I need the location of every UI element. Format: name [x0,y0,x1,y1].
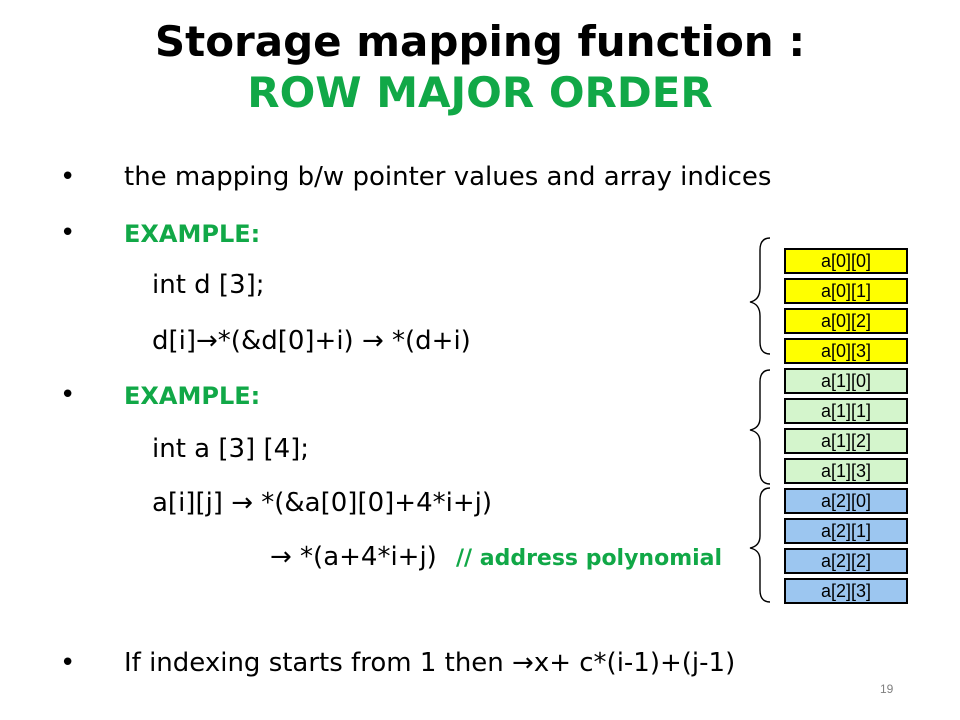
bullet-marker-4: • [60,648,76,678]
bullet-marker-3: • [60,380,76,410]
code-line-3: int a [3] [4]; [152,434,310,464]
title-line-1: Storage mapping function : [154,17,806,66]
code-line-2: d[i]→*(&d[0]+i) → *(d+i) [152,326,471,356]
memory-cell: a[1][1] [784,398,908,424]
code-line-4: a[i][j] → *(&a[0][0]+4*i+j) [152,488,492,518]
title-line-2: ROW MAJOR ORDER [247,68,713,118]
brace-row-1 [749,369,771,485]
bullet-text-4: If indexing starts from 1 then →x+ c*(i-… [124,648,736,678]
memory-cell: a[0][2] [784,308,908,334]
code-comment: // address polynomial [456,546,723,571]
code-line-5: → *(a+4*i+j) [270,542,437,572]
memory-cell: a[1][3] [784,458,908,484]
brace-row-0 [749,237,771,355]
memory-cell: a[2][3] [784,578,908,604]
bullet-text-3: EXAMPLE: [124,382,261,410]
memory-cell: a[2][1] [784,518,908,544]
memory-cell: a[2][0] [784,488,908,514]
memory-cell: a[0][1] [784,278,908,304]
brace-row-2 [749,487,771,603]
memory-cell: a[1][2] [784,428,908,454]
code-line-1: int d [3]; [152,270,265,300]
bullet-text-2: EXAMPLE: [124,220,261,248]
bullet-text-1: the mapping b/w pointer values and array… [124,162,772,192]
slide-title: Storage mapping function : ROW MAJOR ORD… [0,18,960,116]
bullet-marker-1: • [60,162,76,192]
memory-cell: a[0][3] [784,338,908,364]
memory-cell: a[0][0] [784,248,908,274]
memory-cell: a[1][0] [784,368,908,394]
page-number: 19 [880,682,894,696]
memory-cell: a[2][2] [784,548,908,574]
bullet-marker-2: • [60,218,76,248]
